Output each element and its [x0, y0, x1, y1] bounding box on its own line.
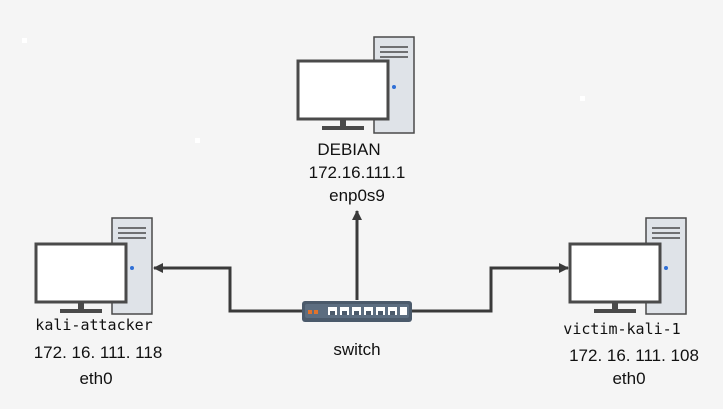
link-switch-to-attacker: [153, 263, 305, 313]
debian-interface-label: enp0s9: [329, 186, 385, 205]
debian-ip-label: 172.16.111.1: [308, 163, 406, 182]
victim-computer-icon: [568, 217, 687, 315]
victim-ip-label: 172. 16. 111. 108: [569, 346, 699, 365]
attacker-name-label: kali-attacker: [35, 316, 153, 334]
attacker-computer-icon: [34, 217, 153, 315]
link-switch-to-victim: [410, 263, 569, 313]
switch-label: switch: [333, 340, 381, 359]
victim-interface-label: eth0: [612, 369, 646, 388]
attacker-interface-label: eth0: [79, 369, 113, 388]
decor-dot: [195, 138, 200, 143]
decor-dot: [580, 96, 585, 101]
decor-dot: [22, 38, 27, 43]
victim-name-label: victim-kali-1: [563, 320, 681, 338]
debian-computer-icon: [296, 36, 415, 134]
switch-icon: [302, 301, 412, 322]
attacker-ip-label: 172. 16. 111. 118: [33, 343, 163, 362]
debian-name-label: DEBIAN: [317, 140, 381, 159]
